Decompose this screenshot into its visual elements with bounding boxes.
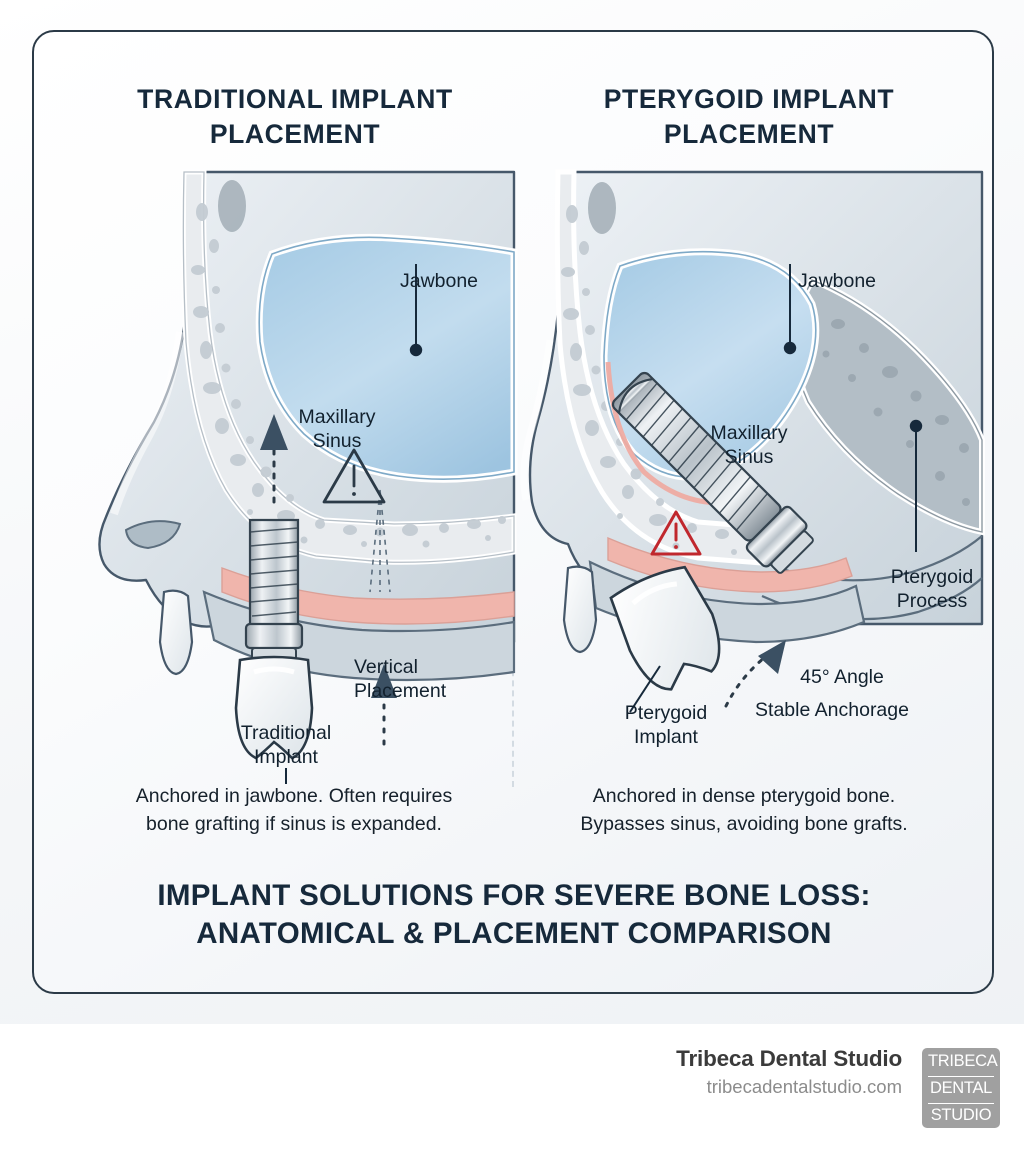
label-traditional-implant: Traditional Implant bbox=[240, 722, 332, 768]
jawbone-leader-line bbox=[783, 264, 797, 355]
adjacent-tooth bbox=[158, 589, 194, 676]
perforation-risk-cone bbox=[369, 489, 391, 593]
brand-block: Tribeca Dental Studio tribecadentalstudi… bbox=[676, 1046, 902, 1098]
trabecular-bone bbox=[180, 169, 517, 565]
adjacent-tooth bbox=[562, 565, 598, 654]
pterygoid-implant-screw bbox=[611, 371, 814, 574]
comparison-card: TRADITIONAL IMPLANT PLACEMENT PTERYGOID … bbox=[32, 30, 994, 994]
label-vertical-placement: Vertical Placement bbox=[354, 656, 447, 702]
footer-bar: Tribeca Dental Studio tribecadentalstudi… bbox=[0, 1024, 1024, 1154]
sinus-lift-arrow bbox=[260, 414, 288, 504]
page-title: IMPLANT SOLUTIONS FOR SEVERE BONE LOSS: … bbox=[157, 879, 871, 951]
brand-url[interactable]: tribecadentalstudio.com bbox=[706, 1076, 902, 1097]
warning-icon-pterygoid bbox=[650, 510, 702, 556]
anatomy-illustration-traditional bbox=[54, 169, 518, 792]
label-maxillary-sinus-right: Maxillary Sinus bbox=[710, 422, 788, 468]
maxillary-sinus bbox=[255, 233, 518, 483]
jawbone-leader-line bbox=[409, 264, 423, 357]
caption-traditional: Anchored in jawbone. Often requires bone… bbox=[135, 785, 453, 836]
angle-arrow bbox=[724, 640, 786, 708]
panel-heading-pterygoid: PTERYGOID IMPLANT PLACEMENT bbox=[603, 84, 895, 149]
brand-logo: TRIBECA DENTAL STUDIO bbox=[922, 1048, 1000, 1128]
label-stable-anchorage: Stable Anchorage bbox=[755, 699, 909, 721]
brand-name: Tribeca Dental Studio bbox=[676, 1046, 902, 1071]
caption-pterygoid: Anchored in dense pterygoid bone. Bypass… bbox=[580, 785, 908, 836]
pterygoid-process-leader-line bbox=[909, 419, 923, 552]
label-pterygoid-process: Pterygoid Process bbox=[890, 566, 974, 612]
implant-crown bbox=[234, 655, 314, 760]
label-maxillary-sinus-left: Maxillary Sinus bbox=[298, 406, 376, 452]
label-45-degree-angle: 45° Angle bbox=[800, 666, 884, 688]
warning-icon-traditional bbox=[322, 448, 386, 504]
traditional-implant-screw bbox=[244, 518, 304, 661]
pterygoid-process-bone bbox=[761, 276, 985, 621]
pterygoid-implant-leader-line bbox=[629, 665, 661, 713]
anatomy-illustration-pterygoid bbox=[512, 169, 985, 792]
vertical-placement-arrow bbox=[371, 664, 397, 746]
label-jawbone-left: Jawbone bbox=[399, 270, 479, 292]
implant-crown bbox=[609, 565, 721, 691]
logo-line-1: TRIBECA bbox=[928, 1052, 998, 1070]
panel-heading-traditional: TRADITIONAL IMPLANT PLACEMENT bbox=[137, 84, 453, 149]
logo-line-2: DENTAL bbox=[928, 1075, 994, 1097]
label-jawbone-right: Jawbone bbox=[797, 270, 877, 292]
label-pterygoid-implant: Pterygoid Implant bbox=[624, 702, 708, 748]
logo-line-3: STUDIO bbox=[928, 1102, 994, 1124]
